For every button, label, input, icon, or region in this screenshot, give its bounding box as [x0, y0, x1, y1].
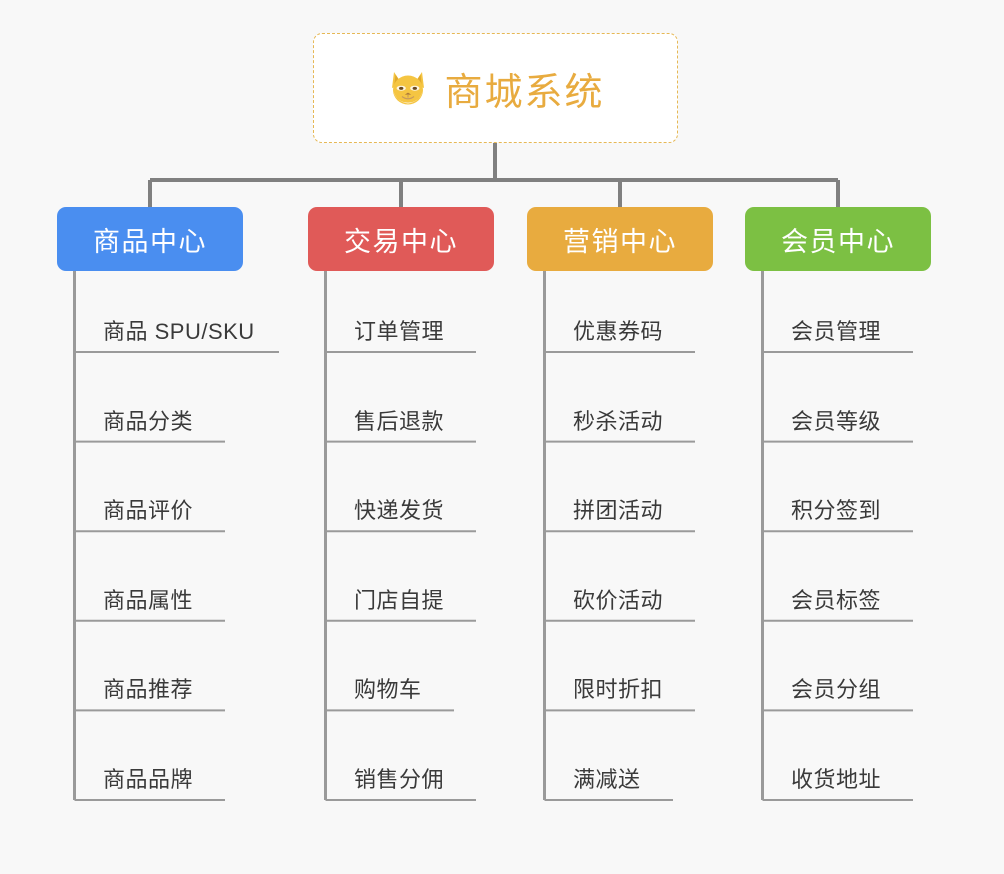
leaf-label: 会员等级: [791, 408, 882, 434]
leaf-label: 购物车: [354, 677, 422, 703]
leaf-connector-lines: [73, 271, 279, 801]
category-box-product-center[interactable]: 商品中心: [57, 207, 243, 271]
leaf-label: 限时折扣: [573, 677, 664, 703]
leaf-label: 秒杀活动: [573, 408, 664, 434]
category-label: 营销中心: [563, 226, 677, 257]
leaf-label: 快递发货: [354, 498, 445, 524]
leaf-label: 会员标签: [791, 587, 882, 613]
root-title: 商城系统: [444, 71, 605, 114]
leaf-label: 积分签到: [791, 498, 882, 524]
leaf-label: 商品分类: [103, 408, 194, 434]
leaf-connector-lines: [324, 271, 476, 801]
leaf-connector-lines: [761, 271, 913, 801]
leaf-label: 满减送: [573, 767, 641, 792]
leaf-label: 优惠券码: [573, 319, 664, 344]
category-label: 商品中心: [93, 226, 207, 257]
leaf-label: 砍价活动: [573, 587, 664, 613]
leaf-label: 商品品牌: [103, 767, 194, 792]
leaf-label: 拼团活动: [573, 498, 664, 524]
leaf-label: 会员分组: [791, 677, 882, 703]
leaf-label: 商品 SPU/SKU: [103, 319, 255, 344]
leaf-label: 门店自提: [354, 587, 445, 613]
leaf-label: 收货地址: [791, 767, 882, 792]
category-box-member-center[interactable]: 会员中心: [745, 207, 931, 271]
leaf-label: 会员管理: [791, 319, 882, 344]
root-node[interactable]: 商城系统: [313, 33, 678, 143]
leaf-label: 售后退款: [354, 408, 445, 434]
leaf-connector-lines: [543, 271, 695, 801]
mindmap-canvas: 商城系统 商品中心商品 SPU/SKU 商品分类商品评价商品属性商品推荐商品品牌 交…: [57, 33, 931, 801]
shiba-dog-face-icon: [386, 66, 430, 110]
leaf-label: 商品属性: [103, 587, 194, 613]
leaf-label: 销售分佣: [354, 767, 445, 792]
leaf-label: 商品推荐: [103, 677, 194, 703]
leaf-label: 商品评价: [103, 498, 194, 524]
category-box-trade-center[interactable]: 交易中心: [308, 207, 494, 271]
leaf-label: 订单管理: [354, 319, 445, 344]
category-label: 交易中心: [344, 226, 458, 257]
category-label: 会员中心: [781, 226, 895, 257]
category-box-marketing-center[interactable]: 营销中心: [527, 207, 713, 271]
